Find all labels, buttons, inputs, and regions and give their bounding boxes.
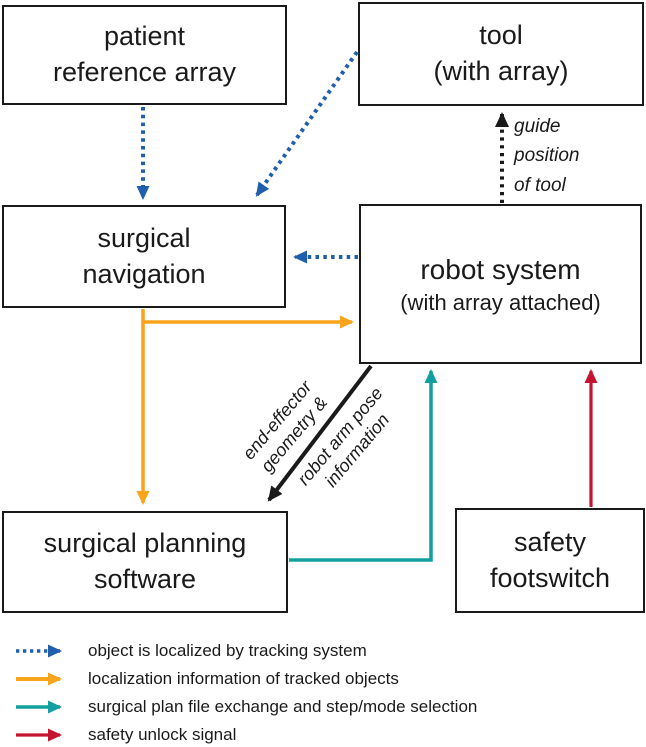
legend-arrow-orange-icon	[16, 672, 62, 686]
node-safety-footswitch: safety footswitch	[455, 508, 645, 613]
node-label: software	[93, 564, 197, 594]
node-label: (with array)	[433, 56, 569, 86]
node-tool: tool (with array)	[358, 2, 644, 106]
node-label: navigation	[82, 258, 206, 289]
node-label: tool	[479, 20, 523, 51]
node-robot-system: robot system (with array attached)	[359, 204, 642, 364]
node-surgical-planning-software: surgical planning software	[2, 511, 288, 613]
node-label: surgical	[97, 222, 191, 253]
legend-label: localization information of tracked obje…	[88, 669, 399, 688]
edge-label-line: guide	[514, 116, 561, 137]
legend-item-plan-exchange: surgical plan file exchange and step/mod…	[14, 693, 477, 721]
legend-item-localization: localization information of tracked obje…	[14, 665, 477, 693]
edge-label-line: position	[514, 145, 580, 167]
legend-arrow-dotted-blue-icon	[16, 644, 62, 658]
legend-label: surgical plan file exchange and step/mod…	[88, 697, 478, 716]
node-label: safety	[513, 526, 587, 557]
legend-item-tracking: object is localized by tracking system	[14, 637, 477, 665]
node-surgical-navigation: surgical navigation	[2, 205, 286, 308]
node-label: footswitch	[489, 562, 611, 593]
node-label: surgical planning	[43, 528, 247, 559]
node-label: patient	[103, 21, 186, 52]
legend: object is localized by tracking system l…	[14, 637, 477, 747]
legend-arrow-red-icon	[16, 728, 62, 742]
legend-item-safety-unlock: safety unlock signal	[14, 721, 477, 747]
edge-label-guide-position: guide position of tool	[514, 112, 580, 200]
legend-label: object is localized by tracking system	[88, 641, 367, 660]
node-label: robot system	[420, 253, 581, 285]
legend-label: safety unlock signal	[88, 725, 237, 744]
node-sublabel: (with array attached)	[400, 289, 601, 315]
node-patient-reference-array: patient reference array	[2, 5, 287, 105]
legend-arrow-teal-icon	[16, 700, 62, 714]
edge-label-line: of tool	[514, 174, 566, 196]
node-label: reference array	[52, 57, 237, 87]
